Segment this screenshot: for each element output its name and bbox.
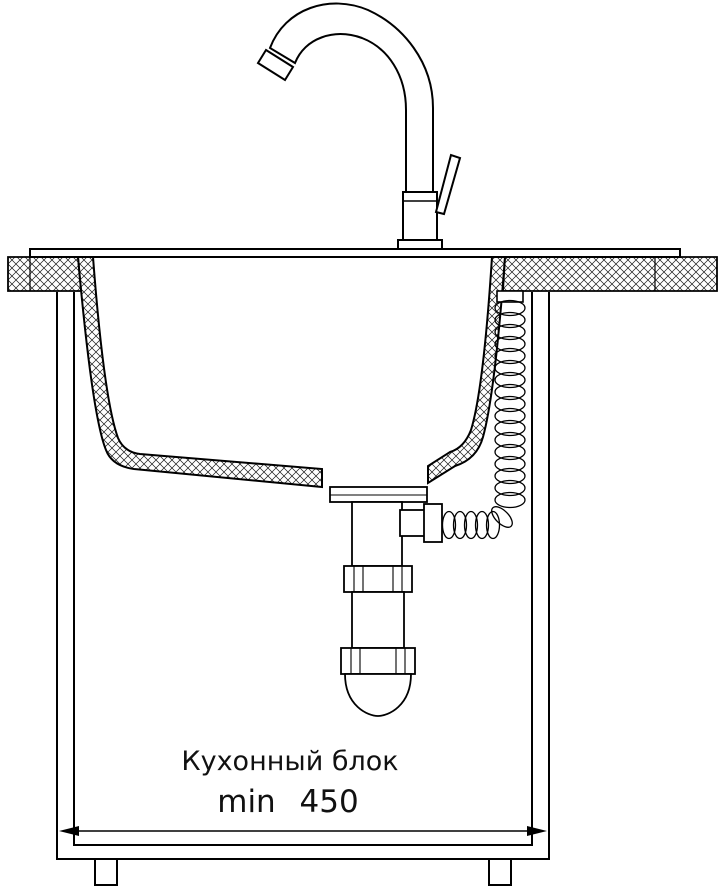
- countertop: [7, 256, 718, 292]
- faucet: [256, 2, 462, 250]
- drain-outlet-nut: [423, 503, 443, 543]
- cabinet-outline-inner: [73, 292, 533, 846]
- countertop-right: [502, 256, 718, 292]
- trap-coupling-lower: [340, 647, 416, 675]
- faucet-spout: [268, 2, 434, 193]
- faucet-nozzle-icon: [256, 48, 295, 82]
- supply-hose-coil: [441, 290, 526, 540]
- dimension-arrow-right-icon: [527, 826, 547, 836]
- cabinet-foot-left: [94, 858, 118, 886]
- trap-cup: [344, 673, 412, 717]
- countertop-left: [7, 256, 82, 292]
- trap-body: [351, 591, 405, 649]
- hose-top-fitting: [496, 290, 524, 303]
- faucet-handle: [434, 153, 462, 216]
- drain-siphon: [329, 486, 443, 717]
- sink-wall-left: [76, 256, 323, 489]
- cabinet-label: Кухонный блок: [181, 746, 398, 777]
- sink-wall-right: [427, 256, 507, 485]
- dimension-arrow-left-icon: [59, 826, 79, 836]
- drain-side-outlet: [399, 509, 427, 537]
- dimension-text: min 450: [217, 784, 358, 820]
- hose-corner-loop: [491, 506, 513, 528]
- sink: [29, 248, 681, 489]
- cabinet-outline-outer: [56, 292, 550, 860]
- cabinet-foot-right: [488, 858, 512, 886]
- faucet-base: [397, 239, 443, 250]
- cabinet: [56, 292, 550, 886]
- sink-rim: [29, 248, 681, 258]
- dimension: [59, 826, 547, 836]
- drain-tailpiece: [351, 501, 403, 567]
- faucet-body: [402, 191, 438, 241]
